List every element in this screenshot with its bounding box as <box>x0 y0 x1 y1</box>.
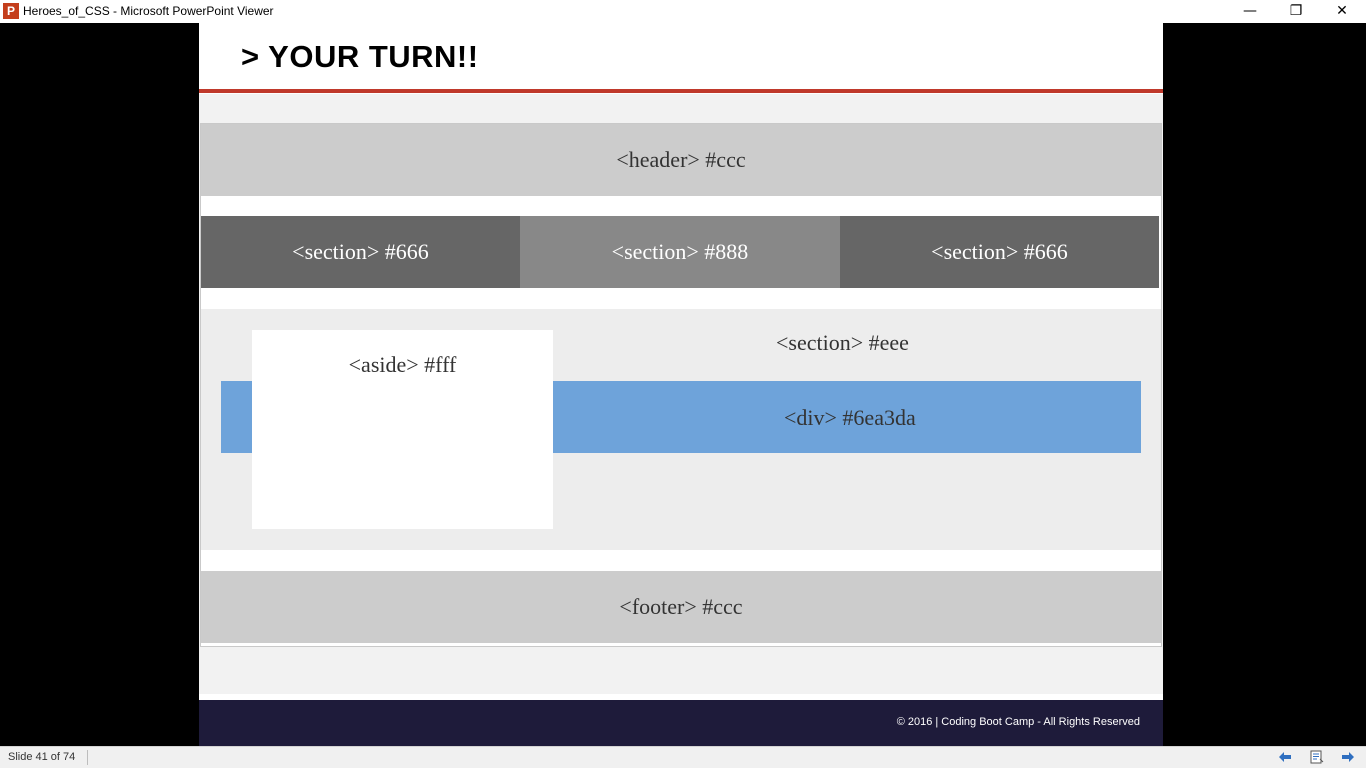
section-block-3: <section> #666 <box>840 216 1159 288</box>
previous-slide-icon <box>1279 752 1291 762</box>
section-block-1: <section> #666 <box>201 216 520 288</box>
slide-footer-bar: © 2016 | Coding Boot Camp - All Rights R… <box>199 700 1163 746</box>
restore-button[interactable]: ❐ <box>1289 3 1303 19</box>
close-button[interactable]: ✕ <box>1336 3 1348 19</box>
minimize-button[interactable]: — <box>1243 3 1257 19</box>
slide-counter: Slide 41 of 74 <box>8 751 76 763</box>
title-bar: P Heroes_of_CSS - Microsoft PowerPoint V… <box>0 0 1366 23</box>
slide-title: > YOUR TURN!! <box>241 39 479 74</box>
main-section-label: <section> #eee <box>776 330 909 355</box>
window-title: Heroes_of_CSS - Microsoft PowerPoint Vie… <box>23 4 274 18</box>
powerpoint-app-icon[interactable]: P <box>3 3 19 19</box>
previous-slide-button[interactable] <box>1275 748 1295 766</box>
next-slide-button[interactable] <box>1338 748 1358 766</box>
aside-block: <aside> #fff <box>252 330 553 529</box>
main-section-block: <section> #eee <div> #6ea3da <aside> #ff… <box>201 309 1161 550</box>
copyright-text: © 2016 | Coding Boot Camp - All Rights R… <box>896 716 1140 728</box>
title-divider <box>199 89 1163 93</box>
next-slide-icon <box>1342 752 1354 762</box>
header-block: <header> #ccc <box>201 124 1161 196</box>
reading-view-button[interactable] <box>1307 748 1327 766</box>
status-bar: Slide 41 of 74 <box>0 746 1366 768</box>
layout-demo: <header> #ccc <section> #666 <section> #… <box>199 94 1163 694</box>
aside-label: <aside> #fff <box>348 352 457 377</box>
div-label: <div> #6ea3da <box>784 405 916 430</box>
status-separator <box>87 750 88 765</box>
reading-view-icon <box>1310 750 1324 764</box>
section-block-2: <section> #888 <box>520 216 840 288</box>
slide-canvas[interactable]: > YOUR TURN!! <header> #ccc <section> #6… <box>199 23 1163 746</box>
footer-block: <footer> #ccc <box>201 571 1161 643</box>
